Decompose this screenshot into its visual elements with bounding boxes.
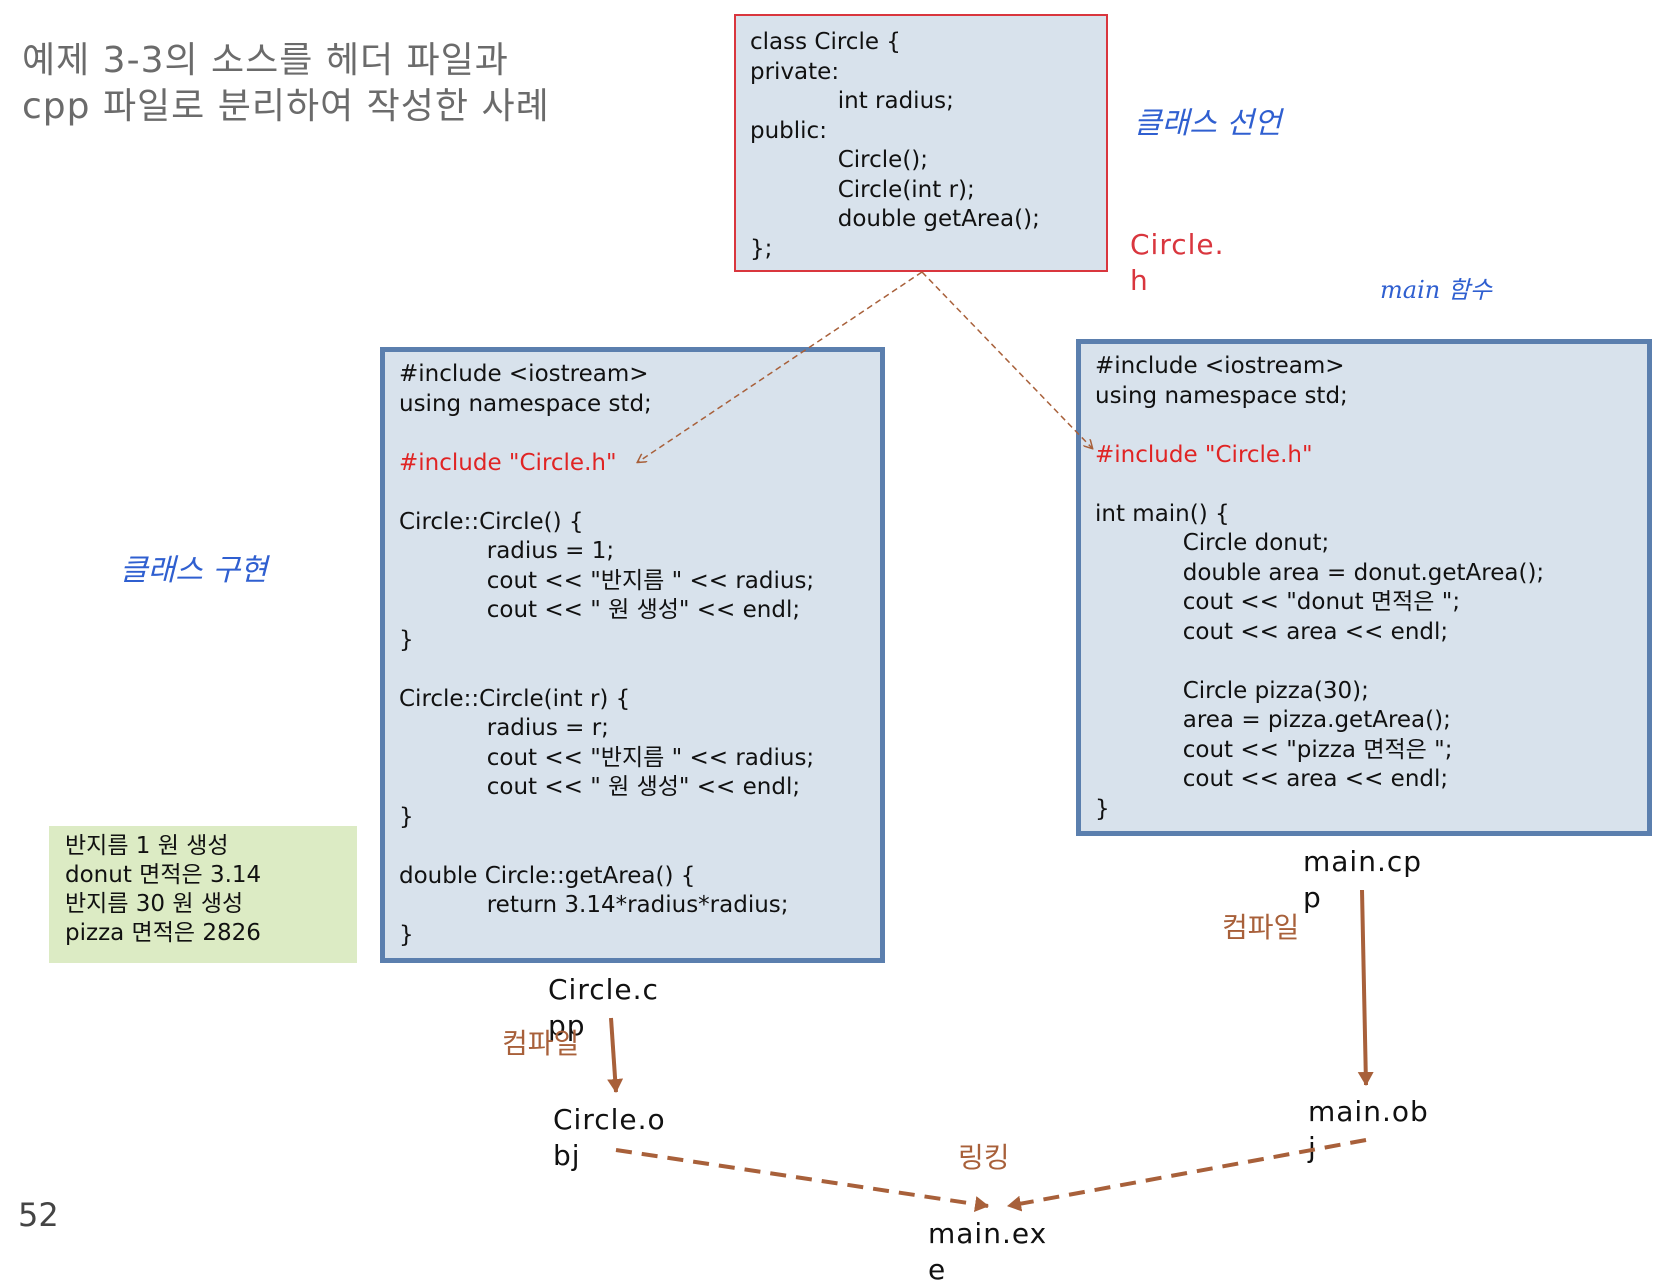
note-class-implementation: 클래스 구현 [120, 553, 268, 588]
link-arrow-circle-obj [615, 1148, 989, 1212]
compile-arrow-circle [607, 1017, 624, 1093]
code-line: public: [750, 117, 827, 144]
slide-title: 예제 3-3의 소스를 헤더 파일과 cpp 파일로 분리하여 작성한 사례 [22, 38, 550, 130]
code-line: cout << "pizza 면적은 "; [1095, 736, 1453, 763]
page-number: 52 [18, 1196, 59, 1234]
circle-cpp-label: Circle.cpp [548, 973, 659, 1042]
main-cpp-label: main.cpp [1303, 845, 1423, 914]
code-line: cout << "반지름 " << radius; [399, 567, 815, 594]
code-line: using namespace std; [1095, 382, 1348, 409]
code-line: class Circle { [750, 29, 901, 55]
output-line: donut 면적은 3.14 [65, 862, 262, 888]
code-line: cout << "반지름 " << radius; [399, 744, 815, 771]
header-file-label: Circle.h [1130, 228, 1225, 297]
header-file-code-box: class Circle { private: int radius; publ… [734, 14, 1108, 272]
code-line: Circle::Circle(int r) { [399, 685, 631, 712]
include-circle-h-line: #include "Circle.h" [1095, 441, 1313, 468]
code-line: using namespace std; [399, 390, 652, 417]
circle-obj-label: Circle.obj [553, 1103, 666, 1172]
compile-label-left: 컴파일 [502, 1027, 580, 1060]
code-line: double getArea(); [750, 206, 1040, 232]
code-line: }; [750, 235, 773, 262]
compile-label-right: 컴파일 [1222, 911, 1300, 944]
include-arrow-to-circle-cpp [638, 271, 923, 462]
code-line: Circle(int r); [750, 176, 975, 203]
code-line: int main() { [1095, 500, 1230, 527]
code-line: cout << "donut 면적은 "; [1095, 589, 1461, 615]
main-obj-label: main.obj [1308, 1095, 1429, 1164]
output-line: 반지름 1 원 생성 [65, 833, 229, 859]
code-line: Circle donut; [1095, 530, 1330, 556]
code-line: cout << " 원 생성" << endl; [399, 597, 801, 623]
code-line: double area = donut.getArea(); [1095, 559, 1545, 586]
code-line: area = pizza.getArea(); [1095, 707, 1451, 733]
code-line: #include <iostream> [399, 361, 649, 387]
code-line: } [399, 803, 414, 830]
code-line: } [399, 626, 414, 653]
code-line: radius = 1; [399, 538, 615, 564]
code-line: int radius; [750, 88, 954, 114]
code-line: #include <iostream> [1095, 353, 1345, 379]
code-line: Circle pizza(30); [1095, 677, 1369, 704]
circle-cpp-code-box: #include <iostream> using namespace std;… [380, 347, 885, 963]
code-line: } [399, 921, 414, 948]
include-circle-h-line: #include "Circle.h" [399, 449, 617, 476]
code-line: radius = r; [399, 715, 609, 741]
main-exe-label: main.exe [928, 1217, 1048, 1286]
linking-label: 링킹 [958, 1141, 1010, 1174]
output-line: pizza 면적은 2826 [65, 920, 261, 946]
code-line: private: [750, 58, 840, 85]
code-line: } [1095, 795, 1110, 822]
link-arrow-main-obj [1007, 1138, 1367, 1212]
code-line: double Circle::getArea() { [399, 862, 696, 889]
note-class-declaration: 클래스 선언 [1134, 106, 1282, 141]
code-line: return 3.14*radius*radius; [399, 892, 789, 918]
note-main-function: main 함수 [1380, 276, 1492, 304]
slide-title-line2: cpp 파일로 분리하여 작성한 사례 [22, 86, 550, 127]
code-line: cout << " 원 생성" << endl; [399, 774, 801, 800]
code-line: cout << area << endl; [1095, 766, 1449, 792]
code-line: Circle::Circle() { [399, 508, 584, 535]
code-line: cout << area << endl; [1095, 618, 1449, 645]
code-line: Circle(); [750, 147, 929, 173]
slide-title-line1: 예제 3-3의 소스를 헤더 파일과 [22, 40, 509, 81]
compile-arrow-main [1357, 889, 1374, 1086]
include-arrow-to-main-cpp [921, 271, 1092, 448]
program-output-box: 반지름 1 원 생성 donut 면적은 3.14 반지름 30 원 생성 pi… [49, 826, 357, 963]
main-cpp-code-box: #include <iostream> using namespace std;… [1076, 339, 1652, 836]
output-line: 반지름 30 원 생성 [65, 891, 244, 917]
